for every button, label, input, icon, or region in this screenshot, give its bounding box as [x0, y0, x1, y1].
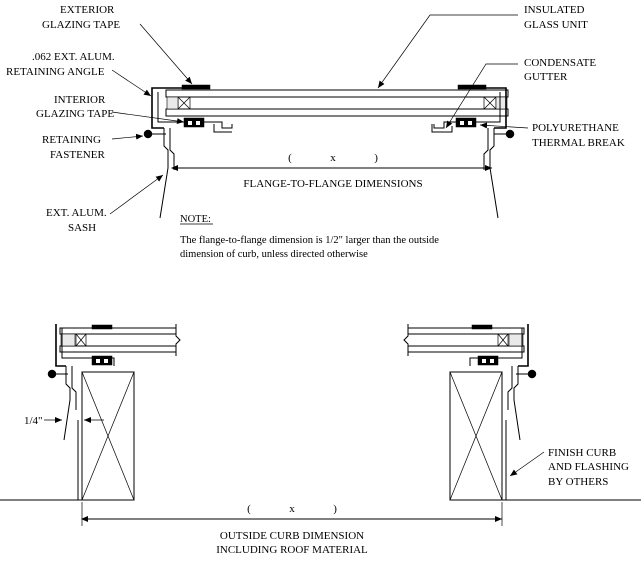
- label-retaining-fastener-2: FASTENER: [50, 149, 105, 161]
- bottom-dim-paren: ( x ): [247, 503, 337, 515]
- label-insulated-glass-1: INSULATED: [524, 4, 585, 16]
- label-ext-alum-sash-1: EXT. ALUM.: [46, 207, 107, 219]
- label-retaining-fastener-1: RETAINING: [42, 134, 101, 146]
- top-dim-caption: FLANGE-TO-FLANGE DIMENSIONS: [243, 178, 422, 190]
- right-frame-profile: [433, 92, 501, 129]
- right-curb: [449, 371, 503, 501]
- label-polyurethane-2: THERMAL BREAK: [532, 137, 625, 149]
- left-interior-tape: [183, 117, 205, 128]
- glass-outer-pane: [165, 89, 509, 98]
- note-heading: NOTE:: [180, 214, 211, 225]
- label-retaining-angle-2: RETAINING ANGLE: [6, 66, 105, 78]
- note-line-2: dimension of curb, unless directed other…: [180, 249, 368, 260]
- condensate-gutter: [431, 124, 453, 133]
- label-condensate-gutter-2: GUTTER: [524, 71, 568, 83]
- left-exterior-tape: [181, 84, 211, 90]
- label-finish-curb-3: BY OTHERS: [548, 476, 608, 488]
- top-section: ( x ) FLANGE-TO-FLANGE DIMENSIONS NOTE: …: [6, 4, 625, 260]
- right-interior-tape: [455, 117, 477, 128]
- label-retaining-angle-1: .062 EXT. ALUM.: [32, 51, 115, 63]
- bottom-left-detail: 1/4": [0, 324, 181, 501]
- left-curb: [81, 371, 135, 501]
- label-condensate-gutter-1: CONDENSATE: [524, 57, 596, 69]
- top-dim-paren: ( x ): [288, 152, 378, 164]
- label-exterior-glazing-tape-2: GLAZING TAPE: [42, 19, 120, 31]
- label-exterior-glazing-tape-1: EXTERIOR: [60, 4, 115, 16]
- bottom-dim-caption-1: OUTSIDE CURB DIMENSION: [220, 530, 364, 542]
- right-fastener: [505, 129, 515, 139]
- left-retaining-angle: [151, 87, 196, 129]
- label-insulated-glass-2: GLASS UNIT: [524, 19, 588, 31]
- left-sash: [159, 128, 175, 219]
- left-fastener: [143, 129, 153, 139]
- label-quarter-inch: 1/4": [24, 415, 43, 427]
- label-finish-curb-1: FINISH CURB: [548, 447, 616, 459]
- glass-inner-pane: [165, 108, 509, 117]
- label-interior-glazing-tape-1: INTERIOR: [54, 94, 106, 106]
- label-interior-glazing-tape-2: GLAZING TAPE: [36, 108, 114, 120]
- label-finish-curb-2: AND FLASHING: [548, 461, 629, 473]
- bottom-right-detail: FINISH CURB AND FLASHING BY OTHERS: [403, 324, 641, 501]
- right-sash: [483, 128, 499, 219]
- left-frame-profile: [157, 92, 233, 129]
- label-ext-alum-sash-2: SASH: [68, 222, 96, 234]
- bottom-dim-caption-2: INCLUDING ROOF MATERIAL: [216, 544, 368, 556]
- note-line-1: The flange-to-flange dimension is 1/2" l…: [180, 235, 439, 246]
- label-polyurethane-1: POLYURETHANE: [532, 122, 619, 134]
